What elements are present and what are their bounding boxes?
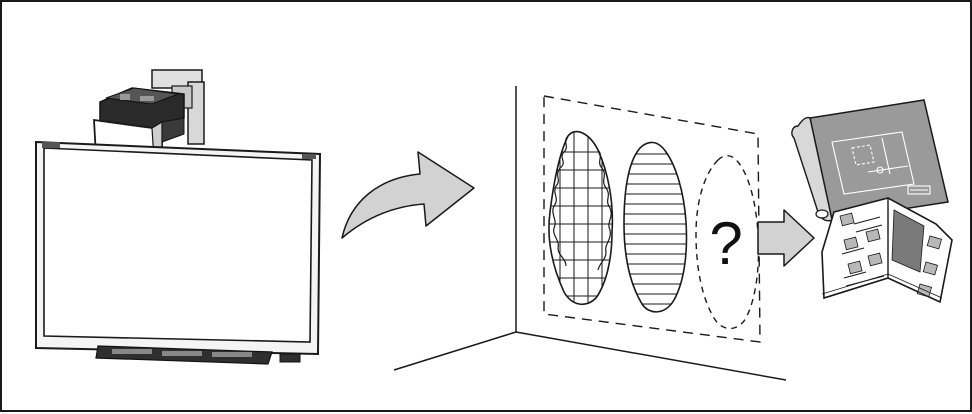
curved-arrow-icon [341,151,475,239]
interactive-whiteboard-with-projector-icon [35,69,322,365]
whiteboard-pen-tray [95,345,301,365]
blueprint-and-manual-icon [791,99,953,304]
right-arrow-icon [757,209,815,267]
cavity-unknown: ? [695,155,760,330]
floor-edge-left [393,331,517,371]
scan-region-outline [543,95,761,343]
floor-edge-right [515,331,787,381]
cavity-line-hatched [623,141,688,313]
whiteboard-frame [35,140,322,356]
blueprint-roll [791,99,949,222]
question-mark-label: ? [709,210,742,277]
manual-book [821,197,953,304]
wall-cavity-diagram-icon: ? [393,86,787,381]
cavity-grid-hatched [548,130,614,305]
